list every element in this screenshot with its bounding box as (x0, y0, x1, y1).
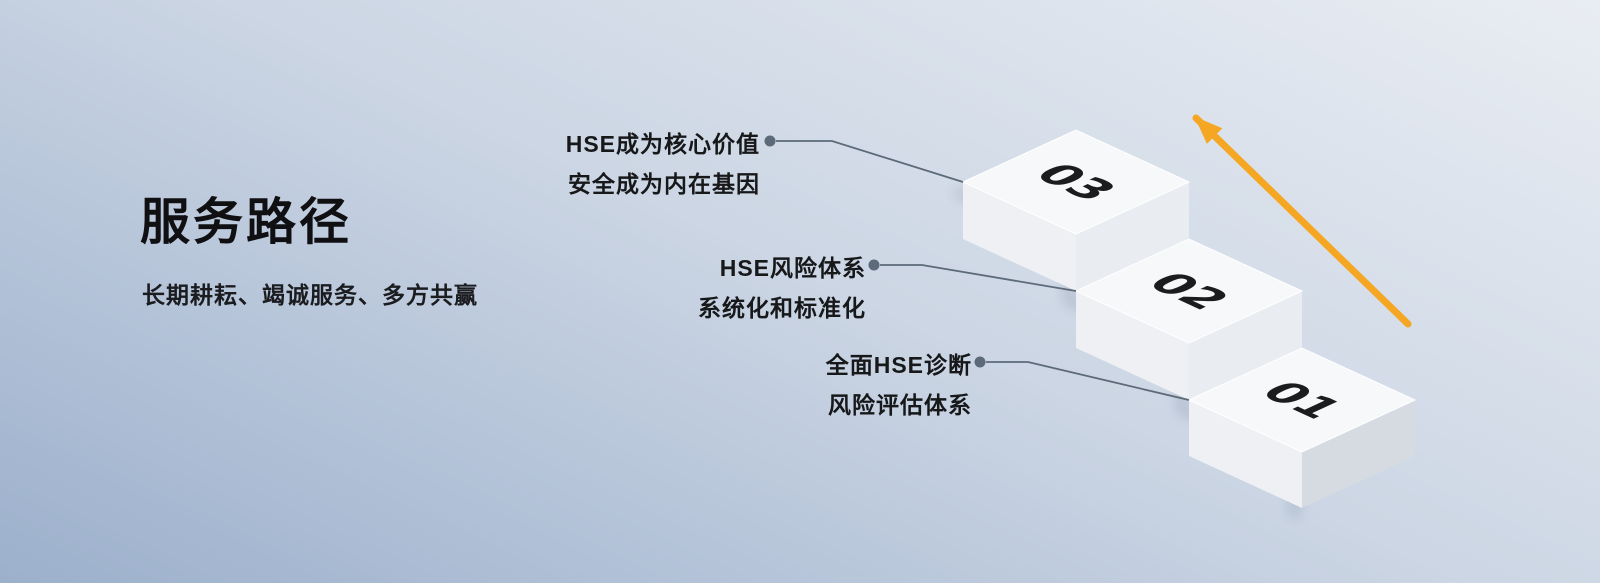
callout-step-03-line2: 安全成为内在基因 (568, 171, 760, 197)
step-01-top-face (1187, 347, 1417, 453)
connector-line-step-03 (776, 140, 964, 183)
page-title: 服务路径 (140, 194, 352, 250)
step-02-riser-face (1189, 291, 1302, 400)
callout-step-02-line1: HSE风险体系 (719, 255, 866, 281)
page-subtitle: 长期耕耘、竭诚服务、多方共赢 (142, 282, 478, 308)
callout-dot-step-02 (868, 259, 880, 271)
step-03-left-face (963, 182, 1076, 291)
growth-arrow (1192, 114, 1412, 328)
connector-line-step-02 (880, 264, 1077, 292)
callout-step-01-line2: 风险评估体系 (828, 392, 972, 418)
callout-step-02-line2: 系统化和标准化 (698, 295, 866, 321)
callout-step-01: 全面HSE诊断 风险评估体系 (712, 345, 972, 425)
step-03-top-face (961, 129, 1191, 235)
step-02-top-face (1074, 238, 1304, 344)
callout-step-03: HSE成为核心价值 安全成为内在基因 (500, 124, 760, 204)
step-03-riser-face (1076, 182, 1189, 291)
step-02-left-face (1076, 291, 1189, 400)
callout-step-01-line1: 全面HSE诊断 (825, 352, 972, 378)
callout-step-03-line1: HSE成为核心价值 (565, 131, 760, 157)
callout-dot-step-01 (974, 356, 986, 368)
callout-step-02: HSE风险体系 系统化和标准化 (606, 248, 866, 328)
callout-dot-step-03 (764, 135, 776, 147)
step-01-right-face (1302, 400, 1415, 508)
connector-line-step-01 (986, 361, 1190, 401)
step-01-left-face (1189, 400, 1302, 508)
